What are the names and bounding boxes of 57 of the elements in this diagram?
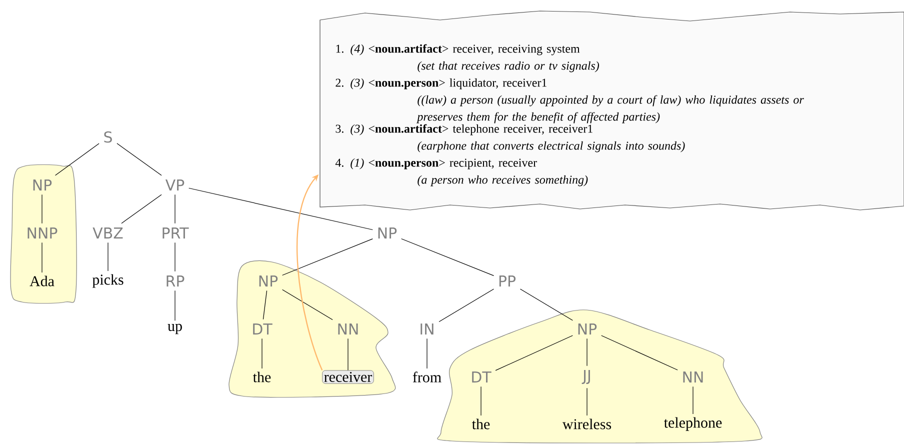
word: the bbox=[472, 418, 490, 430]
word: wireless bbox=[562, 418, 612, 430]
tree-tag: DT bbox=[472, 372, 492, 382]
tree-tag: DT bbox=[253, 324, 272, 334]
tree-branch bbox=[121, 194, 162, 224]
highlight-blob bbox=[10, 164, 77, 304]
word: telephone bbox=[664, 417, 722, 431]
sense-entry: 4. (1) <noun.person> recipient, receiver bbox=[335, 158, 537, 170]
tree-tag: VP bbox=[165, 180, 184, 190]
tree-branch bbox=[426, 338, 428, 369]
tree-tag: NP bbox=[259, 276, 278, 286]
tree-branch bbox=[520, 288, 573, 321]
sense-gloss: (a person who receives something) bbox=[418, 175, 588, 186]
sense-list-box bbox=[320, 10, 904, 210]
tree-branch bbox=[438, 288, 494, 322]
word: up bbox=[168, 324, 182, 334]
tree-tag: NP bbox=[378, 228, 397, 238]
tree-branch bbox=[282, 238, 373, 276]
tree-branch bbox=[586, 338, 588, 366]
sense-entry: 1. (4) <noun.artifact> receiver, receiving system bbox=[336, 44, 580, 56]
sense-gloss: (set that receives radio or tv signals) bbox=[418, 61, 600, 72]
word: the bbox=[252, 372, 271, 382]
tree-tag: NP bbox=[33, 180, 52, 190]
tree-tag: JJ bbox=[582, 370, 590, 384]
tree-branch bbox=[586, 388, 588, 416]
tree-branch bbox=[174, 290, 176, 321]
highlight-blob bbox=[228, 260, 396, 398]
tree-tag: IN bbox=[420, 324, 434, 334]
tree-branch bbox=[692, 386, 694, 414]
tree-branch bbox=[601, 335, 678, 370]
tree-tag: NN bbox=[683, 372, 703, 382]
tree-branch bbox=[495, 335, 573, 371]
sense-gloss: (earphone that converts electrical signals into sounds) bbox=[418, 141, 685, 152]
tree-branch bbox=[401, 238, 494, 276]
tree-tag: VBZ bbox=[92, 228, 123, 238]
tree-tag: PP bbox=[499, 276, 516, 286]
word: Ada bbox=[30, 276, 54, 286]
tree-branch bbox=[174, 194, 176, 224]
sense-entry: 2. (3) <noun.person> liquidator, receiver1 bbox=[336, 78, 547, 90]
selected-word: receiver bbox=[322, 370, 374, 384]
tree-tag: NN bbox=[338, 324, 358, 334]
tree-branch bbox=[55, 143, 100, 176]
tree-tag: S bbox=[104, 131, 112, 143]
tree-tag: NNP bbox=[28, 228, 58, 238]
word: picks bbox=[92, 274, 124, 288]
tree-branch bbox=[116, 143, 162, 176]
tree-branch bbox=[480, 386, 482, 416]
tree-tag: NP bbox=[578, 324, 597, 334]
tree-branch bbox=[188, 188, 373, 230]
tree-tag: PRT bbox=[162, 228, 189, 238]
sense-entry: 3. (3) <noun.artifact> telephone receiver, receiver1 bbox=[336, 124, 592, 136]
tree-branch bbox=[282, 289, 333, 320]
tree-tag: RP bbox=[166, 276, 184, 286]
word: from bbox=[412, 372, 442, 382]
sense-gloss: ((law) a person (usually appointed by a court of law) who liquidates assets or preserves them for the benefit of affected parties) bbox=[416, 95, 804, 124]
tree-branch bbox=[262, 290, 268, 320]
tree-branch bbox=[174, 242, 176, 272]
